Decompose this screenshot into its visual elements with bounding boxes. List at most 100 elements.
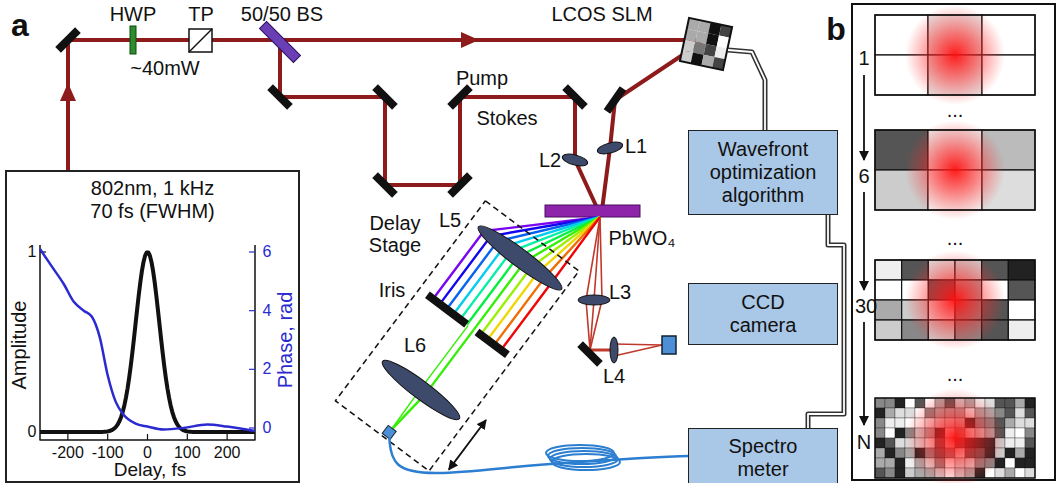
mask-segment <box>885 468 895 478</box>
mask-segment <box>875 428 885 438</box>
axis-title: Amplitude <box>8 301 30 390</box>
tick-label: 6 <box>263 243 272 261</box>
tick-label: 4 <box>263 302 272 320</box>
mask-segment <box>895 418 905 428</box>
tick-label: 100 <box>174 444 201 462</box>
inset-panel: 802nm, 1 kHz 70 fs (FWHM) <box>5 170 300 483</box>
beam-arrowhead <box>461 32 479 48</box>
panel-letter: b <box>826 12 846 48</box>
tick-label: -200 <box>52 444 84 462</box>
beam-arrowhead <box>60 83 76 101</box>
stokes-beam <box>280 40 598 210</box>
beam-splitter <box>259 21 300 62</box>
probe-beam <box>590 217 602 350</box>
y2-tick <box>249 310 255 311</box>
iris-blade <box>477 332 507 355</box>
polarizer-diagonal <box>189 29 212 52</box>
mirror <box>372 172 397 197</box>
mask-segment <box>885 418 895 428</box>
beam-label: Pump <box>456 67 508 89</box>
mask-segment <box>1005 468 1015 478</box>
lens <box>561 152 589 168</box>
mask-segment <box>1025 408 1035 418</box>
part-label: LCOS SLM <box>551 3 652 25</box>
mask-segment <box>875 320 902 340</box>
mask-segment <box>885 398 895 408</box>
mask-segment <box>995 468 1005 478</box>
tick-label: -100 <box>92 444 124 462</box>
mask-segment <box>1015 428 1025 438</box>
lens-label: L1 <box>625 135 647 157</box>
y2-tick <box>249 427 255 428</box>
iris-blade <box>427 295 466 324</box>
slm-cable-core <box>728 50 765 130</box>
lens <box>578 295 610 305</box>
tick-label: 0 <box>143 444 152 462</box>
axis-title: Delay, fs <box>114 459 187 480</box>
beam-spot <box>905 5 1005 105</box>
process-box: Wavefront optimization algorithm <box>688 130 838 215</box>
mask-frame <box>875 260 1035 340</box>
step-number: 30 <box>855 295 877 317</box>
x-tick <box>147 434 148 440</box>
fiber-tip <box>382 425 396 439</box>
tick-label: 1 <box>28 243 37 261</box>
mask-segment <box>905 398 915 408</box>
mask-segment <box>1025 418 1035 428</box>
mask-segment <box>1005 418 1015 428</box>
half-wave-plate <box>130 26 136 54</box>
x-tick <box>227 434 228 440</box>
slm-pixel <box>706 33 719 46</box>
step-arrow <box>863 322 865 425</box>
lens-label: L2 <box>539 149 561 171</box>
mask-segment <box>895 428 905 438</box>
mask-segment <box>1005 408 1015 418</box>
mask-segment <box>1005 458 1015 468</box>
x-tick <box>67 434 68 440</box>
y2-tick <box>249 369 255 370</box>
step-number: ... <box>947 363 964 385</box>
mask-frame <box>875 130 1035 210</box>
mask-segment <box>895 468 905 478</box>
mask-segment <box>1005 448 1015 458</box>
phase-mask <box>875 5 1035 105</box>
probe-beam <box>614 345 662 356</box>
fiber-coil <box>552 454 620 470</box>
phase-mask <box>875 120 1035 220</box>
mask-segment <box>1015 458 1025 468</box>
beam-spot <box>905 388 1005 483</box>
mask-segment <box>885 408 895 418</box>
crystal-label: PbWO₄ <box>608 227 675 249</box>
beam-spot <box>905 250 1005 350</box>
tick-label: 0 <box>263 419 272 437</box>
mask-segment <box>875 408 885 418</box>
mask-segment <box>875 418 885 428</box>
mask-segment <box>905 468 915 478</box>
slm-pixel <box>704 44 717 57</box>
translation-arrow <box>449 420 486 470</box>
mask-segment <box>1025 458 1035 468</box>
tick-label: 200 <box>214 444 241 462</box>
step-arrow <box>863 192 865 290</box>
mirror <box>372 84 397 109</box>
part-label: HWP <box>110 3 157 25</box>
mask-segment <box>1025 428 1035 438</box>
mask-segment <box>1025 398 1035 408</box>
mask-segment <box>875 398 885 408</box>
step-arrow <box>863 75 865 160</box>
mask-segment <box>1005 438 1015 448</box>
step-number: ... <box>947 227 964 249</box>
phase-curve <box>40 249 255 431</box>
beam-label: Stokes <box>476 107 537 129</box>
lens-label: L5 <box>439 209 461 231</box>
node-text: CCD camera <box>723 291 803 337</box>
mirror <box>447 172 472 197</box>
mask-segment <box>1015 418 1025 428</box>
mask-segment <box>875 468 885 478</box>
mask-segment <box>875 280 902 300</box>
lens <box>377 354 465 426</box>
part-label: TP <box>188 3 214 25</box>
phase-mask <box>875 388 1035 483</box>
process-box: Spectro meter <box>688 428 838 483</box>
